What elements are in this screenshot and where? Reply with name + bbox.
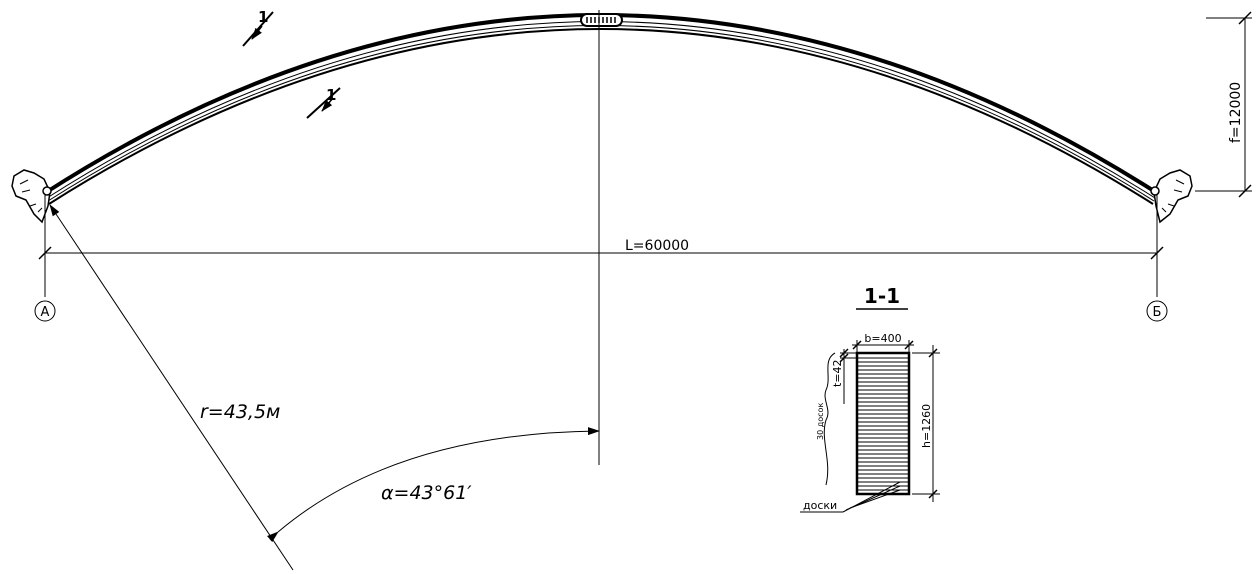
boards-label: доски bbox=[803, 499, 837, 512]
section-height-label: h=1260 bbox=[920, 404, 933, 448]
section-cut-upper: 1 bbox=[242, 8, 274, 47]
axis-marker-b: Б bbox=[1146, 300, 1168, 322]
radius-line bbox=[49, 204, 294, 571]
section-cut-lower-label: 1 bbox=[326, 86, 336, 104]
angle-label: α=43°61′ bbox=[381, 482, 472, 504]
span-label: L=60000 bbox=[625, 238, 689, 254]
rise-dimension: f=12000 bbox=[1195, 11, 1252, 198]
section-width-label: b=400 bbox=[864, 332, 901, 345]
angle-arc bbox=[267, 427, 600, 543]
section-1-1: 1-1 bbox=[800, 284, 940, 513]
board-count-brace bbox=[823, 352, 836, 486]
arch-beam bbox=[43, 13, 1159, 205]
section-rectangle bbox=[855, 351, 911, 496]
radius-label: r=43,5м bbox=[200, 401, 280, 423]
rise-label: f=12000 bbox=[1228, 82, 1244, 143]
section-cut-lower: 1 bbox=[306, 86, 341, 119]
section-cut-upper-label: 1 bbox=[258, 8, 268, 26]
axis-marker-a: А bbox=[34, 300, 56, 322]
board-count-label: 30 досок bbox=[816, 403, 825, 440]
board-thickness-label: t=42 bbox=[831, 359, 844, 387]
crown-joint bbox=[580, 13, 623, 27]
axis-marker-a-label: А bbox=[41, 305, 50, 320]
section-title: 1-1 bbox=[864, 284, 900, 308]
axis-marker-b-label: Б bbox=[1153, 305, 1162, 320]
right-support bbox=[1150, 169, 1193, 224]
